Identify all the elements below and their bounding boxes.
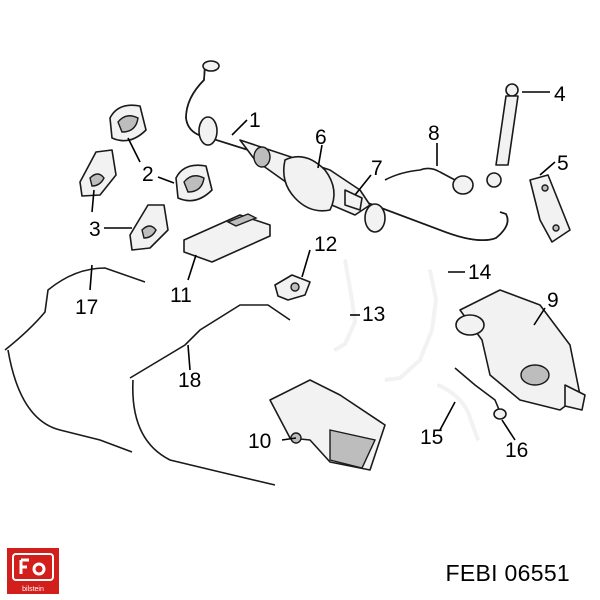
- label-5: 5: [557, 152, 569, 175]
- part-numbers: 1 2 3 4 5 6 7 8 9 10 11 12 13 14 15 16 1…: [75, 83, 569, 462]
- label-17: 17: [75, 296, 98, 319]
- label-8: 8: [428, 122, 440, 145]
- label-6: 6: [315, 126, 327, 149]
- clamp-bracket-lower: [129, 204, 169, 251]
- label-12: 12: [314, 233, 337, 256]
- sensor-pipe: [384, 167, 474, 195]
- label-9: 9: [547, 289, 559, 312]
- logo-subtext: bilstein: [22, 586, 44, 593]
- level-sensor: [274, 274, 311, 301]
- label-2: 2: [142, 163, 154, 186]
- steering-rack: [239, 139, 371, 216]
- bracket-plate: [529, 174, 571, 243]
- label-18: 18: [178, 369, 201, 392]
- label-3: 3: [89, 218, 101, 241]
- drop-link: [486, 83, 519, 188]
- label-11: 11: [170, 284, 192, 307]
- label-14: 14: [468, 261, 492, 284]
- label-10: 10: [248, 430, 271, 453]
- label-16: 16: [505, 439, 528, 462]
- fitting-16: [454, 367, 507, 420]
- febi-logo: bilstein: [7, 548, 59, 594]
- pump-assembly: [455, 289, 586, 411]
- mounting-bracket: [269, 379, 386, 471]
- hose-13: [333, 259, 358, 352]
- bushing-lower: [175, 164, 213, 202]
- label-13: 13: [362, 303, 385, 326]
- stabilizer-bar: [185, 60, 509, 241]
- febi-logo-mark: [12, 553, 54, 581]
- control-unit: [183, 213, 271, 263]
- label-15: 15: [420, 426, 443, 449]
- hose-15: [437, 383, 480, 441]
- leader-lines: [89, 91, 556, 441]
- label-4: 4: [554, 83, 566, 106]
- part-code: FEBI 06551: [445, 560, 570, 586]
- label-7: 7: [371, 157, 383, 180]
- clamp-bracket-upper: [79, 149, 117, 197]
- hose-14: [384, 269, 439, 382]
- sensor-cable-17: [4, 267, 146, 453]
- sensor-cable-18: [129, 304, 291, 486]
- label-1: 1: [249, 109, 261, 132]
- bushing-upper: [109, 104, 147, 142]
